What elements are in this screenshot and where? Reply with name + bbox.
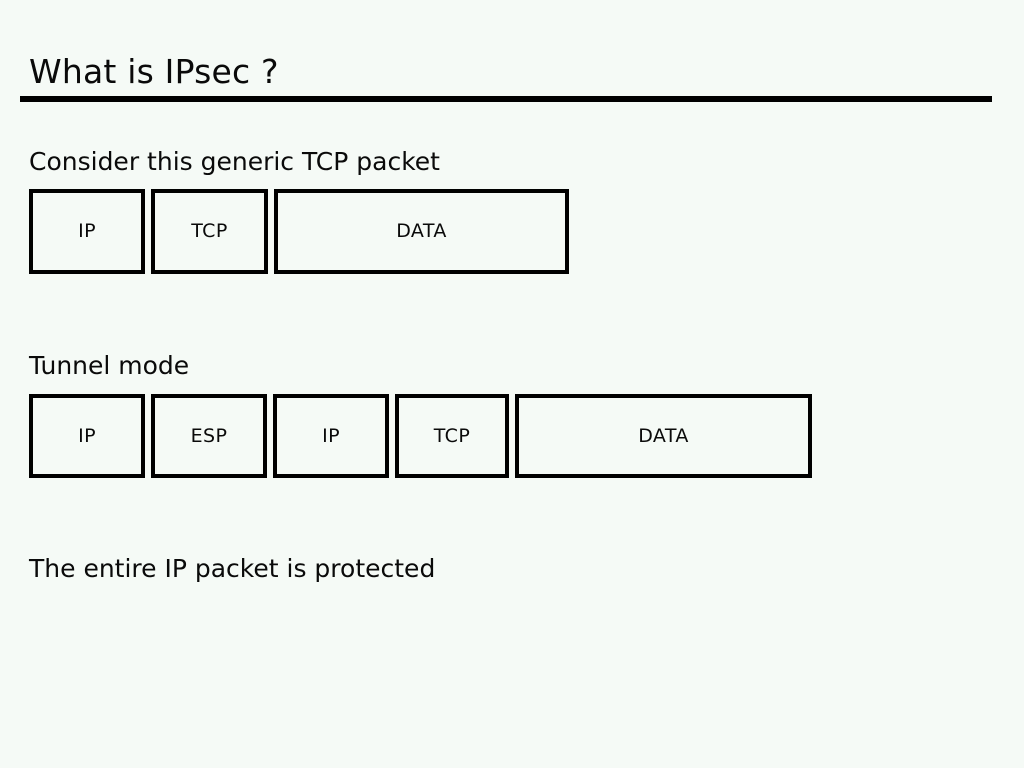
- packet-field-label: DATA: [638, 424, 689, 447]
- packet-field-label: ESP: [190, 424, 228, 447]
- packet-field: IP: [29, 189, 145, 274]
- section-heading-tunnel: Tunnel mode: [29, 351, 190, 380]
- packet-field: IP: [273, 394, 389, 478]
- section-heading-generic: Consider this generic TCP packet: [29, 147, 440, 176]
- packet-field-label: IP: [78, 220, 96, 242]
- packet-field: DATA: [274, 189, 569, 274]
- packet-field: DATA: [515, 394, 812, 478]
- packet-field-label: DATA: [396, 220, 447, 242]
- packet-diagram-generic-tcp: IP TCP DATA: [29, 189, 569, 274]
- packet-field-label: IP: [78, 424, 96, 447]
- packet-field: IP: [29, 394, 145, 478]
- page-title: What is IPsec ?: [29, 52, 279, 91]
- packet-field: TCP: [395, 394, 509, 478]
- packet-field-label: IP: [322, 424, 340, 447]
- packet-field: ESP: [151, 394, 267, 478]
- footnote-text: The entire IP packet is protected: [29, 554, 436, 583]
- packet-field-label: TCP: [433, 424, 471, 447]
- title-underline-rule: [20, 96, 992, 102]
- packet-field: TCP: [151, 189, 268, 274]
- packet-diagram-tunnel-mode: IP ESP IP TCP DATA: [29, 394, 812, 478]
- packet-field-label: TCP: [191, 220, 228, 242]
